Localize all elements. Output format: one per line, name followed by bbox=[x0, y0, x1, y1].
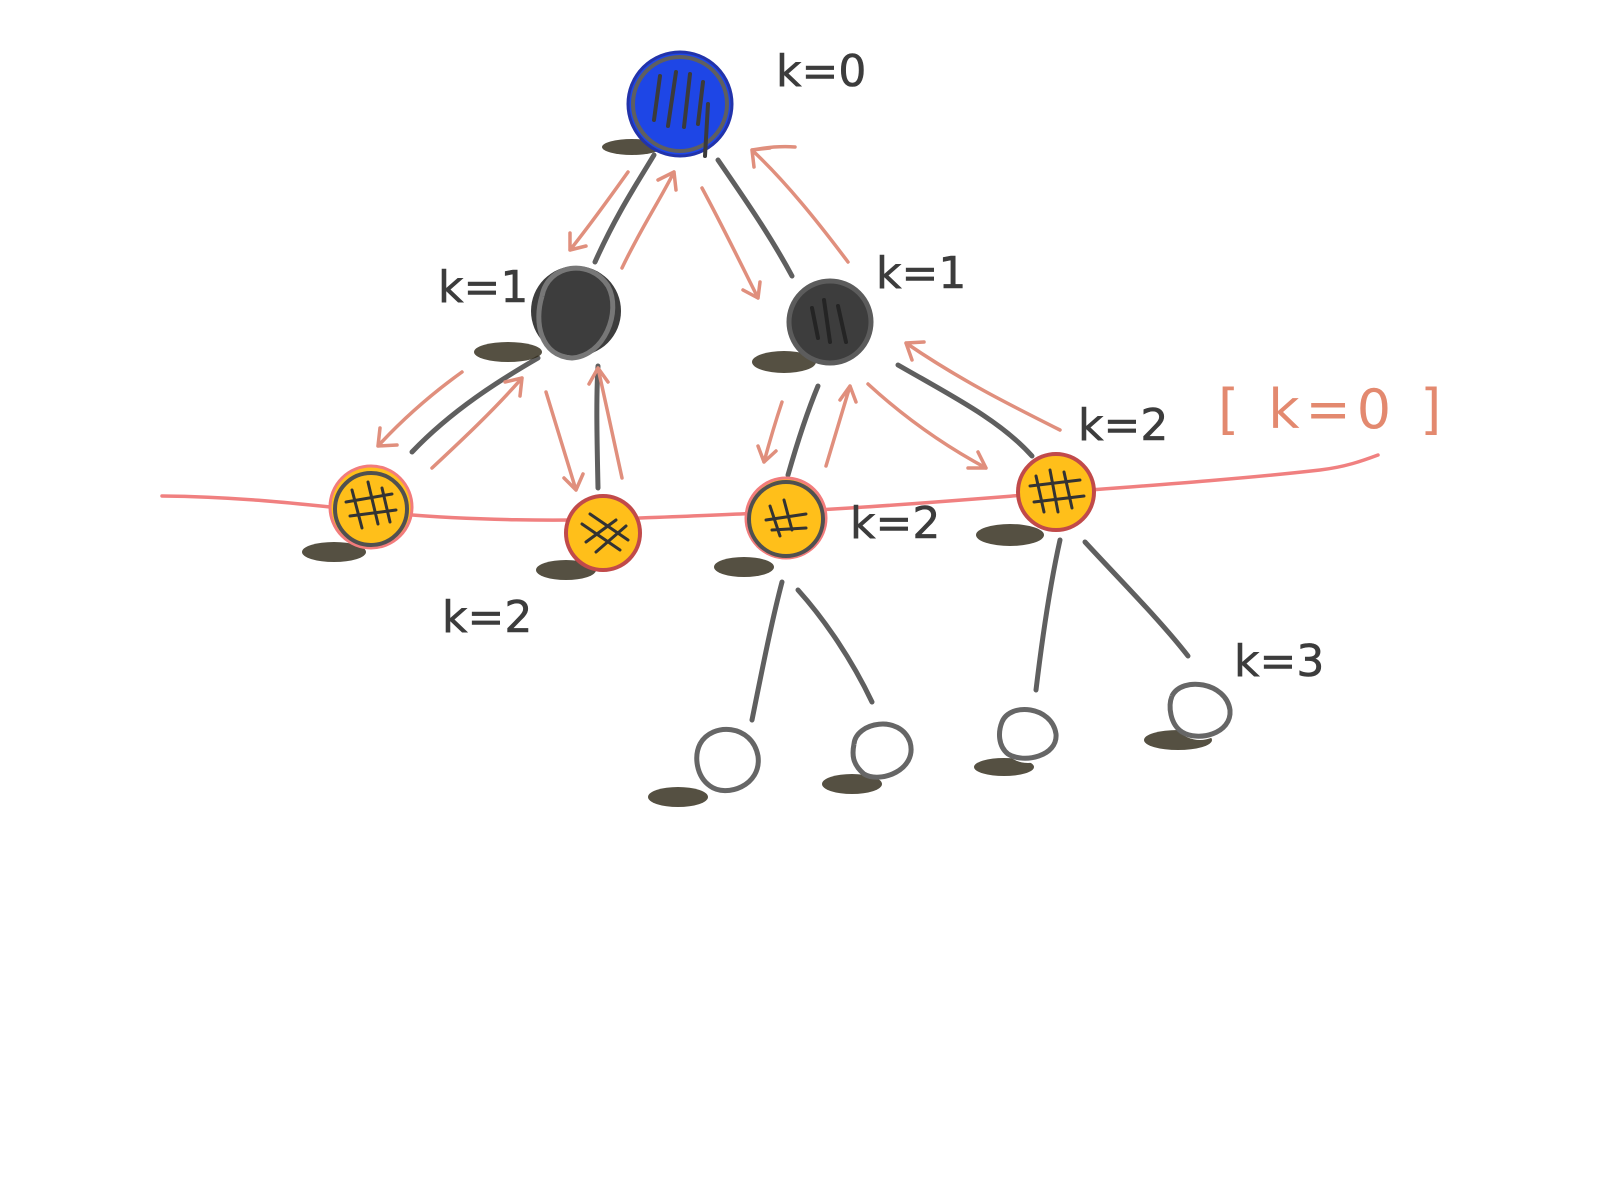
depth-labels: k=0 k=1 k=1 k=2 k=2 k=2 k=3 [ k=0 ] bbox=[438, 46, 1447, 688]
edge-left-mid-frontier-1 bbox=[409, 355, 541, 455]
arrow-root-to-right-mid bbox=[700, 186, 762, 300]
edge-root-right-mid bbox=[715, 157, 795, 279]
shadow-leaf-1 bbox=[648, 787, 708, 807]
edge-frontier-3-leaf-2 bbox=[795, 587, 875, 705]
shadow-frontier-3 bbox=[714, 557, 774, 577]
edge-frontier-3-leaf-1 bbox=[749, 579, 785, 723]
shadow-right-mid bbox=[752, 351, 816, 373]
edge-right-mid-frontier-3 bbox=[785, 383, 821, 478]
edge-root-left-mid bbox=[592, 152, 657, 265]
node-frontier-3 bbox=[744, 476, 828, 560]
label-right-mid-depth: k=1 bbox=[876, 248, 966, 299]
shadow-frontier-1 bbox=[302, 542, 366, 562]
edge-frontier-4-leaf-4 bbox=[1082, 539, 1191, 659]
node-leaf-1 bbox=[694, 727, 761, 793]
shadow-leaf-2 bbox=[822, 774, 882, 794]
label-leaf-depth: k=3 bbox=[1234, 636, 1324, 687]
node-frontier-2 bbox=[564, 494, 642, 572]
node-left-mid bbox=[531, 265, 621, 361]
shadow-left-mid bbox=[474, 342, 542, 362]
label-cut-annotation: [ k=0 ] bbox=[1218, 378, 1447, 441]
edge-left-mid-frontier-2 bbox=[594, 363, 601, 491]
node-leaf-4 bbox=[1167, 678, 1233, 740]
edge-frontier-4-leaf-3 bbox=[1033, 537, 1063, 693]
message-arrows bbox=[376, 144, 1062, 492]
label-frontier-right-depth: k=2 bbox=[1078, 400, 1168, 451]
tree-edges bbox=[409, 152, 1191, 723]
arrow-left-mid-to-frontier-2 bbox=[544, 390, 585, 492]
arrow-right-mid-to-root bbox=[750, 144, 850, 264]
arrow-left-mid-to-root bbox=[620, 170, 678, 270]
arrow-root-to-left-mid bbox=[568, 170, 630, 252]
label-root-depth: k=0 bbox=[776, 46, 866, 97]
label-left-mid-depth: k=1 bbox=[438, 262, 528, 313]
arrow-left-mid-to-frontier-1 bbox=[376, 370, 464, 448]
node-shadows bbox=[302, 139, 1212, 807]
node-root bbox=[626, 50, 734, 158]
node-right-mid bbox=[786, 278, 874, 366]
node-frontier-4 bbox=[1016, 452, 1096, 532]
arrow-right-mid-to-frontier-4 bbox=[866, 382, 988, 470]
shadow-leaf-3 bbox=[974, 758, 1034, 776]
node-leaf-2 bbox=[850, 717, 914, 780]
node-frontier-1 bbox=[328, 464, 414, 550]
label-frontier-mid-depth: k=2 bbox=[850, 498, 940, 549]
edge-right-mid-frontier-4 bbox=[895, 362, 1035, 459]
arrow-frontier-3-to-right-mid bbox=[824, 384, 858, 468]
node-leaf-3 bbox=[997, 703, 1059, 763]
shadow-frontier-4 bbox=[976, 524, 1044, 546]
arrow-right-mid-to-frontier-3 bbox=[756, 400, 784, 464]
label-frontier-left-depth: k=2 bbox=[442, 592, 532, 643]
arrow-frontier-1-to-left-mid bbox=[430, 376, 524, 470]
arrow-frontier-2-to-left-mid bbox=[587, 366, 624, 480]
tree-nodes bbox=[328, 50, 1233, 793]
arrow-frontier-4-to-right-mid bbox=[904, 340, 1062, 432]
